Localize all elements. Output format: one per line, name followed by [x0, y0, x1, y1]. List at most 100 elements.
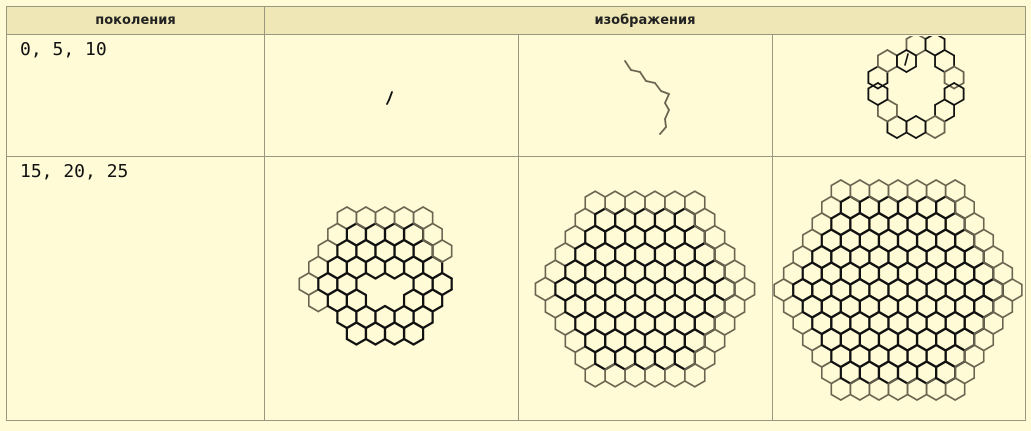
path-segment — [614, 362, 627, 371]
path-segment — [877, 194, 890, 203]
path-segment — [811, 211, 823, 219]
generation-image — [773, 178, 1023, 401]
path-segment — [896, 211, 909, 220]
path-segment — [633, 258, 647, 267]
path-segment — [916, 393, 928, 401]
path-segment — [584, 258, 597, 267]
path-segment — [584, 327, 597, 336]
path-segment — [954, 277, 966, 286]
path-segment — [723, 276, 736, 284]
path-segment — [584, 189, 597, 198]
path-segment — [906, 277, 919, 286]
path-segment — [906, 178, 918, 186]
path-segment — [877, 326, 890, 335]
path-segment — [663, 275, 676, 284]
path-segment — [896, 114, 908, 122]
path-segment — [943, 81, 956, 89]
path-segment — [383, 304, 396, 313]
path-segment — [915, 131, 927, 139]
table-row: 0, 5, 10 — [6, 34, 1026, 157]
path-segment — [915, 326, 928, 335]
path-segment — [992, 294, 1004, 302]
path-segment — [973, 293, 985, 302]
path-segment — [934, 131, 946, 139]
path-segment — [643, 310, 657, 319]
path-segment — [564, 310, 577, 319]
path-segment — [868, 393, 880, 401]
path-segment — [792, 261, 804, 269]
path-segment — [973, 327, 985, 335]
path-segment — [713, 345, 726, 353]
path-segment — [402, 337, 415, 346]
path-segment — [374, 222, 386, 230]
path-segment — [713, 327, 726, 336]
path-segment — [544, 293, 557, 301]
path-segment — [633, 206, 647, 215]
path-segment — [954, 343, 966, 352]
path-segment — [412, 238, 425, 247]
path-segment — [544, 258, 557, 267]
path-segment — [954, 310, 966, 319]
path-segment — [982, 293, 995, 302]
path-segment — [830, 244, 842, 253]
path-segment — [849, 343, 861, 352]
path-segment — [663, 241, 676, 250]
path-segment — [801, 244, 814, 252]
path-segment — [431, 287, 444, 296]
path-segment — [345, 254, 358, 263]
path-segment — [943, 114, 956, 122]
path-segment — [896, 310, 909, 319]
path-segment — [925, 326, 938, 335]
path-segment — [801, 310, 814, 319]
path-segment — [298, 288, 310, 296]
path-segment — [868, 178, 880, 186]
path-segment — [830, 178, 842, 186]
path-segment — [811, 293, 823, 302]
path-segment — [317, 287, 329, 296]
path-segment — [915, 277, 928, 286]
path-segment — [431, 222, 443, 230]
path-segment — [604, 258, 617, 267]
path-segment — [896, 277, 909, 286]
path-segment — [644, 207, 656, 215]
path-segment — [336, 320, 348, 329]
path-segment — [773, 294, 785, 302]
path-segment — [383, 221, 396, 230]
path-segment — [906, 359, 919, 368]
path-segment — [346, 205, 358, 213]
path-segment — [364, 221, 377, 230]
path-segment — [422, 222, 434, 230]
path-segment — [574, 258, 587, 267]
path-segment — [604, 310, 617, 319]
path-segment — [584, 275, 597, 284]
path-segment — [915, 310, 928, 319]
path-segment — [858, 359, 871, 368]
path-segment — [953, 98, 965, 106]
path-segment — [653, 275, 667, 284]
path-segment — [624, 189, 636, 198]
path-segment — [673, 293, 686, 302]
path-segment — [664, 92, 670, 104]
path-segment — [858, 310, 871, 319]
path-segment — [345, 337, 358, 346]
path-segment — [876, 65, 889, 73]
path-segment — [811, 260, 823, 269]
path-segment — [673, 327, 686, 336]
path-segment — [840, 178, 852, 186]
path-segment — [673, 310, 686, 319]
path-segment — [683, 258, 696, 267]
path-segment — [713, 258, 726, 267]
path-segment — [584, 241, 597, 250]
path-segment — [623, 344, 637, 353]
path-segment — [887, 277, 900, 286]
path-segment — [683, 275, 696, 284]
path-segment — [839, 194, 852, 203]
path-segment — [374, 254, 387, 263]
path-segment — [915, 244, 928, 253]
path-segment — [944, 277, 957, 286]
path-segment — [935, 227, 947, 236]
path-segment — [326, 254, 339, 263]
path-segment — [839, 211, 852, 220]
path-segment — [393, 238, 406, 247]
generation-image — [624, 59, 670, 135]
